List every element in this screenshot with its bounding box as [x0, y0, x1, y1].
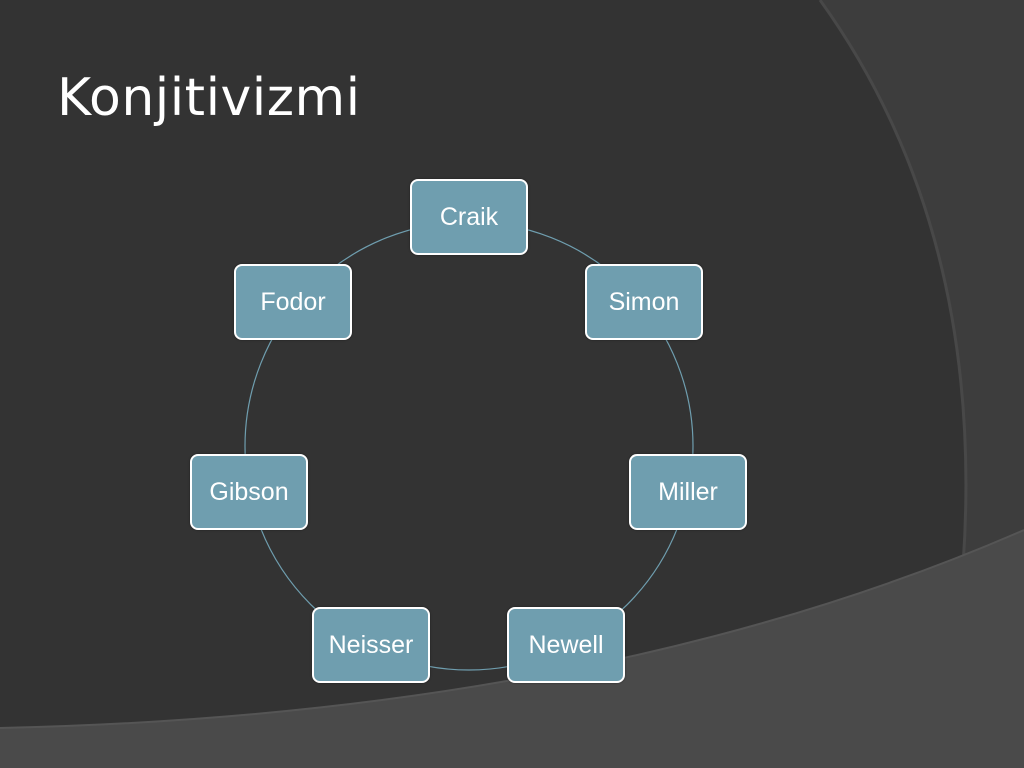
- cycle-node-simon[interactable]: Simon: [585, 264, 703, 340]
- background-curve-right: [820, 0, 1024, 620]
- cycle-node-gibson[interactable]: Gibson: [190, 454, 308, 530]
- slide-title: Konjitivizmi: [57, 68, 361, 128]
- background-swoosh-bottom: [0, 530, 1024, 768]
- background-curve-edge: [818, 0, 968, 621]
- cycle-node-miller[interactable]: Miller: [629, 454, 747, 530]
- cycle-node-craik[interactable]: Craik: [410, 179, 528, 255]
- cycle-node-newell[interactable]: Newell: [507, 607, 625, 683]
- cycle-node-neisser[interactable]: Neisser: [312, 607, 430, 683]
- cycle-node-fodor[interactable]: Fodor: [234, 264, 352, 340]
